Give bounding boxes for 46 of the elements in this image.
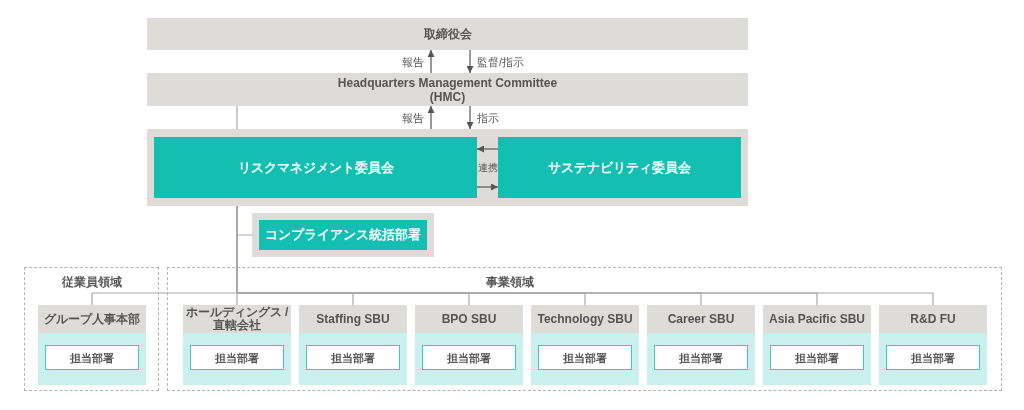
committee-panel [147,129,748,206]
unit-card [763,305,871,385]
edge-label: 監督/指示 [476,55,526,68]
arrow [476,183,499,191]
organization-band: Headquarters Management Committee (HMC) [147,73,748,106]
region-title: 事業領域 [486,275,534,289]
organization-band: 取締役会 [147,18,748,50]
unit-card [647,305,755,385]
region-frame [24,267,159,391]
unit-title: BPO SBU [415,305,523,333]
arrow [427,105,435,130]
department-box: 担当部署 [190,345,284,370]
unit-title: Technology SBU [531,305,639,333]
unit-card [183,305,291,385]
department-box: 担当部署 [306,345,400,370]
department-box: 担当部署 [770,345,864,370]
department-box: 担当部署 [422,345,516,370]
edge-label: 報告 [401,111,425,124]
arrow [466,105,474,130]
edge-label: 報告 [401,55,425,68]
committee-box: サステナビリティ委員会 [498,137,741,198]
unit-title: Asia Pacific SBU [763,305,871,333]
arrow [476,145,499,153]
unit-card [531,305,639,385]
connector-line [236,105,238,130]
unit-title: Staffing SBU [299,305,407,333]
edge-label: 指示 [476,111,500,124]
division-box: コンプライアンス統括部署 [252,213,434,257]
department-box: 担当部署 [538,345,632,370]
arrow [466,49,474,74]
unit-title: R&D FU [879,305,987,333]
unit-title: Career SBU [647,305,755,333]
department-box: 担当部署 [654,345,748,370]
unit-title: ホールディングス / 直轄会社 [183,305,291,333]
unit-card [879,305,987,385]
committee-box: リスクマネジメント委員会 [154,137,477,198]
arrow [427,49,435,74]
department-box: 担当部署 [886,345,980,370]
unit-title: グループ人事本部 [38,305,146,333]
region-frame [167,267,1002,391]
unit-card [38,305,146,385]
region-title: 従業員領域 [62,275,122,289]
unit-card [415,305,523,385]
unit-card [299,305,407,385]
relation-label: 連携 [477,162,498,174]
department-box: 担当部署 [45,345,139,370]
